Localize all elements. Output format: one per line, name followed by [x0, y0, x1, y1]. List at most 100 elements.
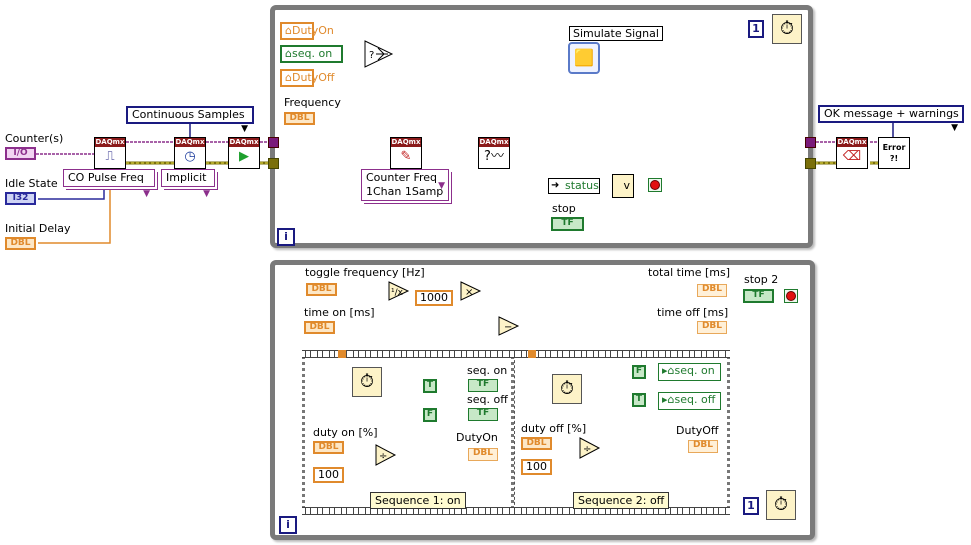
false-constant[interactable]: F [423, 408, 437, 422]
loop-condition-terminal[interactable] [648, 178, 662, 192]
house-icon: ⌂ [285, 24, 292, 37]
duty-off-label: duty off [%] [521, 422, 587, 435]
daqmx-create-channel-vi[interactable]: DAQmx⎍ [94, 137, 126, 169]
stop-button-control[interactable]: TF [551, 217, 584, 231]
duty-off-local-variable[interactable]: ⌂DutyOff [280, 69, 335, 87]
filmstrip-bottom [302, 507, 730, 515]
compound-or-function[interactable]: v [612, 174, 634, 198]
duty-on-local-variable[interactable]: ⌂DutyOn [280, 22, 334, 40]
sample-mode-enum[interactable]: Continuous Samples ▼ [126, 106, 254, 134]
time-on-label: time on [ms] [304, 306, 375, 319]
toggle-frequency-control[interactable]: DBL [306, 283, 337, 296]
seq-off-indicator: TF [468, 408, 498, 421]
toggle-frequency-label: toggle frequency [Hz] [305, 266, 425, 279]
daqmx-start-task-vi[interactable]: DAQmx▶ [228, 137, 260, 169]
cube-signal-icon: 🟨 [574, 48, 594, 67]
iteration-terminal-bottom: i [279, 516, 297, 534]
reciprocal-function[interactable]: ¹/x [388, 281, 410, 301]
seq-on-local-variable[interactable]: ⌂seq. on [280, 45, 343, 63]
divide-function-seq1[interactable]: ÷ [375, 444, 397, 466]
house-icon: ⌂ [285, 47, 292, 60]
time-on-control[interactable]: DBL [304, 321, 335, 334]
sequence-2-label: Sequence 2: off [573, 492, 670, 509]
false-constant-seq2[interactable]: F [632, 365, 646, 379]
divide-function-seq2[interactable]: ÷ [579, 437, 601, 459]
arrow-in-icon: ▸⌂ [662, 364, 675, 377]
play-icon: ▶ [239, 149, 249, 164]
sample-mode-value: Continuous Samples [132, 108, 245, 121]
channel-type-selector[interactable]: CO Pulse Freq ▼ [63, 169, 155, 199]
dropdown-arrow-icon: ▼ [438, 181, 445, 191]
daqmx-clear-task-vi[interactable]: DAQmx ⌫ [836, 137, 868, 169]
select-glyph: ? [369, 50, 374, 61]
dropdown-arrow-icon: ▼ [951, 123, 958, 133]
write-type-line2: 1Chan 1Samp [366, 185, 444, 198]
select-function[interactable]: ? [364, 40, 394, 68]
tunnel-seq2 [528, 350, 536, 358]
frequency-control[interactable]: DBL [284, 112, 315, 125]
time-off-label: time off [ms] [657, 306, 729, 319]
stop-label: stop [552, 202, 576, 215]
wait-ms-function-bottom[interactable]: ⏱ [766, 490, 796, 520]
metronome-icon: ⏱ [359, 371, 375, 392]
seq-on-local-write[interactable]: ▸⌂seq. on [658, 363, 721, 381]
dropdown-arrow-icon: ▼ [203, 189, 210, 199]
loop-condition-terminal-2[interactable] [784, 289, 798, 303]
sequence-frame-1[interactable] [302, 350, 514, 515]
duty-on-label: duty on [%] [313, 426, 378, 439]
wait-ms-function-seq1[interactable]: ⏱ [352, 367, 382, 397]
arrow-right-icon: ➜ [551, 180, 560, 191]
constant-100-seq1[interactable]: 100 [313, 467, 344, 483]
seq-off-indicator-label: seq. off [467, 393, 508, 406]
daqmx-is-task-done-vi[interactable]: DAQmx?〰 [478, 137, 510, 169]
duty-on-indicator: DBL [468, 448, 498, 461]
frequency-label: Frequency [284, 96, 341, 109]
constant-1000[interactable]: 1000 [415, 290, 453, 306]
reciprocal-glyph: ¹/x [391, 288, 404, 298]
eraser-icon: ⌫ [842, 149, 862, 164]
idle-state-control[interactable]: I32 [5, 192, 36, 205]
local-label: seq. on [291, 47, 333, 60]
dropdown-arrow-icon: ▼ [241, 124, 248, 134]
daqmx-header: DAQmx [837, 138, 867, 147]
true-constant[interactable]: T [423, 379, 437, 393]
true-constant-seq2[interactable]: T [632, 393, 646, 407]
time-off-indicator: DBL [697, 321, 727, 334]
seq-off-local-write[interactable]: ▸⌂seq. off [658, 392, 721, 410]
error-handling-mode-enum[interactable]: OK message + warnings ▼ [818, 105, 964, 133]
total-time-indicator: DBL [697, 284, 727, 297]
wait-constant-bottom[interactable]: 1 [743, 497, 759, 515]
tunnel-error-out [805, 158, 816, 169]
daqmx-timing-vi[interactable]: DAQmx◷ [174, 137, 206, 169]
divide-glyph: ÷ [379, 451, 387, 462]
initial-delay-control[interactable]: DBL [5, 237, 36, 250]
divide-glyph: ÷ [583, 444, 591, 455]
constant-100-seq2[interactable]: 100 [521, 459, 552, 475]
counters-label: Counter(s) [5, 132, 64, 145]
daqmx-write-vi[interactable]: DAQmx✎ [390, 137, 422, 169]
arrow-in-icon: ▸⌂ [662, 393, 675, 406]
local-label: DutyOff [291, 71, 335, 84]
wait-ms-function[interactable]: ⏱ [772, 14, 802, 44]
duty-on-control[interactable]: DBL [313, 441, 344, 454]
daqmx-header: DAQmx [175, 138, 205, 147]
simple-error-handler-vi[interactable]: Error ?! [878, 137, 910, 169]
subtract-function[interactable]: − [498, 316, 520, 336]
counters-control[interactable]: I/O [5, 147, 36, 160]
simulate-signal-express-vi[interactable]: 🟨 [568, 42, 600, 74]
seq-on-indicator: TF [468, 379, 498, 392]
tunnel-seq1 [338, 350, 346, 358]
timing-type-selector[interactable]: Implicit ▼ [161, 169, 215, 199]
wait-constant[interactable]: 1 [748, 20, 764, 38]
duty-off-indicator: DBL [688, 440, 718, 453]
stop2-button-control[interactable]: TF [743, 289, 774, 303]
top-while-loop[interactable] [270, 5, 813, 248]
idle-state-label: Idle State [5, 177, 58, 190]
wait-ms-function-seq2[interactable]: ⏱ [552, 374, 582, 404]
unbundle-status[interactable]: ➜ status [548, 178, 600, 194]
duty-off-control[interactable]: DBL [521, 437, 552, 450]
duty-on-out-label: DutyOn [456, 431, 498, 444]
multiply-function[interactable]: × [460, 281, 482, 301]
duty-off-out-label: DutyOff [676, 424, 719, 437]
